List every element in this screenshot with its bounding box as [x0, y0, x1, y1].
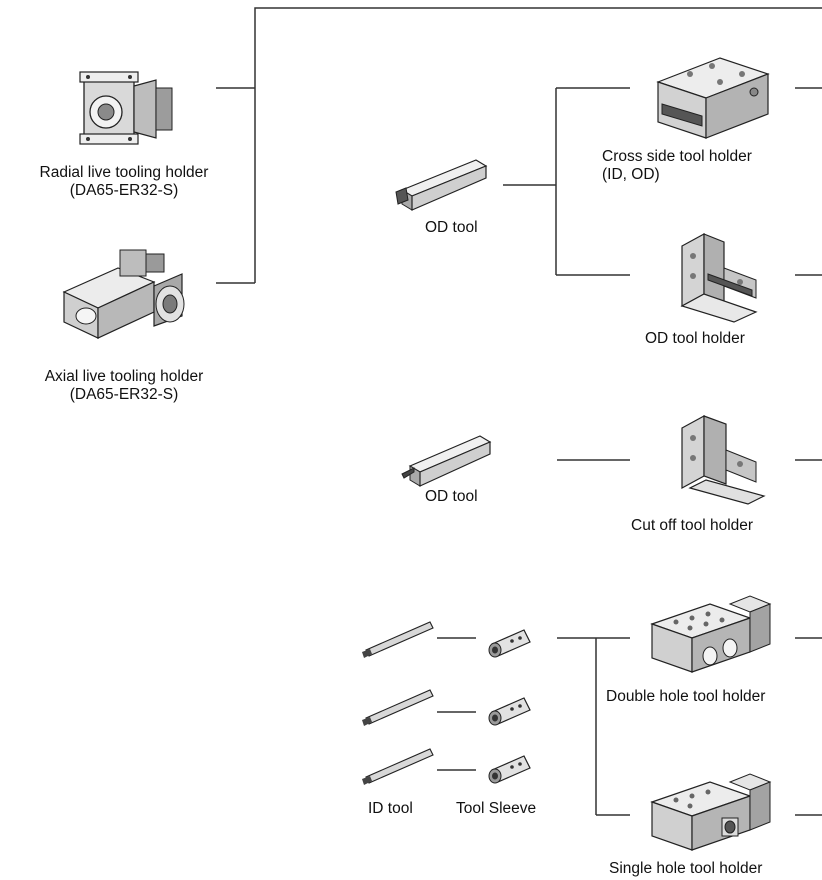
cut-off-holder-icon: [681, 414, 766, 505]
tool-sleeve-icon: [488, 697, 531, 726]
tool-sleeve-label: Tool Sleeve: [456, 800, 537, 817]
cut-off-holder-label: Cut off tool holder: [631, 517, 754, 534]
axial-holder-label: Axial live tooling holder (DA65-ER32-S): [10, 368, 238, 404]
axial-live-holder-icon: [62, 249, 185, 339]
cross-side-holder-name: Cross side tool holder: [602, 148, 752, 165]
od-tool-label-1: OD tool: [425, 219, 478, 236]
od-tool-holder-icon: [680, 232, 758, 323]
cross-side-holder-label: Cross side tool holder (ID, OD): [602, 148, 752, 184]
tool-sleeve-icon: [488, 629, 531, 658]
cross-side-holder-spec: (ID, OD): [602, 166, 660, 183]
id-tool-label: ID tool: [368, 800, 413, 817]
od-tool-holder-label: OD tool holder: [645, 330, 745, 347]
boring-bar-icon: [362, 748, 434, 785]
single-hole-holder-icon: [650, 773, 772, 851]
single-hole-holder-label: Single hole tool holder: [609, 860, 763, 877]
boring-bar-icon: [362, 621, 434, 658]
boring-bar-icon: [362, 689, 434, 726]
double-hole-holder-icon: [650, 595, 772, 673]
axial-holder-name: Axial live tooling holder: [44, 368, 204, 385]
radial-holder-label: Radial live tooling holder (DA65-ER32-S): [10, 164, 238, 200]
od-tool-icon: [395, 159, 488, 211]
double-hole-holder-label: Double hole tool holder: [606, 688, 766, 705]
cross-side-holder-icon: [656, 57, 770, 139]
radial-holder-name: Radial live tooling holder: [39, 164, 209, 181]
axial-holder-code: (DA65-ER32-S): [69, 386, 179, 403]
tool-sleeve-icon: [488, 755, 531, 784]
od-tool-icon: [401, 435, 492, 487]
radial-live-holder-icon: [79, 71, 173, 145]
radial-holder-code: (DA65-ER32-S): [69, 182, 179, 199]
od-tool-label-2: OD tool: [425, 488, 478, 505]
